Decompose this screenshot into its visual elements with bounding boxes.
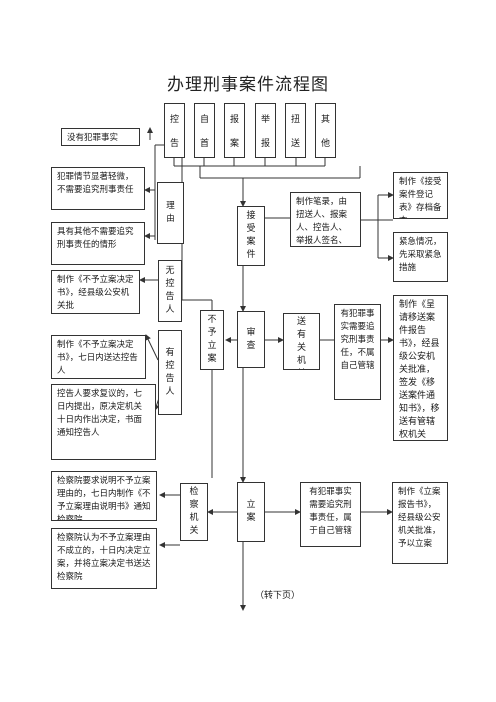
not-file-decision-doc: 制作《不予立案决定书》，经县级公安机关批 <box>51 270 140 314</box>
source-escort: 扭送 <box>285 103 306 158</box>
source-complaint: 控告 <box>164 103 185 158</box>
file-report: 制作《立案报告书》，经县级公安机关批准，予以立案 <box>392 482 448 564</box>
procuratorate-decide: 检察院认为不予立案理由不成立的，十日内决定立案，并将立案决定书送达检察院 <box>51 528 157 589</box>
intake-note: 制作笔录，由扭送人、报案人、控告人、举报人签名、盖章 <box>290 192 361 247</box>
continue-next-page: （转下页） <box>255 591 301 601</box>
reason-box: 理由 <box>157 182 184 244</box>
reconsideration-note: 控告人要求复议的，七日内提出，原决定机关十日内作出决定，书面通知控告人 <box>51 384 156 460</box>
review-box: 审查 <box>237 311 265 368</box>
no-complainant-box: 无控告人 <box>158 260 182 322</box>
procuratorate-demand: 检察院要求说明不予立案理由的，七日内制作《不予立案理由说明书》通知检察院 <box>51 471 157 521</box>
registry-note: 制作《接受案件登记表》存档备查 <box>393 172 448 219</box>
page-title: 办理刑事案件流程图 <box>167 75 329 95</box>
transfer-report: 制作《呈请移送案件报告书》，经县级公安机关批准，签发《移送案件通知书》，移送有管… <box>393 295 448 441</box>
not-file-box: 不予立案 <box>200 310 224 370</box>
has-complainant-box: 有控告人 <box>158 330 182 415</box>
procuratorate-box: 检察机关 <box>180 483 208 541</box>
source-tipoff: 举报 <box>255 103 276 158</box>
file-case-box: 立案 <box>237 482 265 542</box>
notify-complainant-doc: 制作《不予立案决定书》，七日内送达控告人 <box>51 335 146 379</box>
source-other: 其他 <box>315 103 336 158</box>
crime-not-our-jurisdiction: 有犯罪事实需要追究刑事责任，不属自己管辖 <box>334 304 381 400</box>
source-report: 报案 <box>224 103 245 158</box>
minor-circumstance: 犯罪情节显著轻微，不需要追究刑事责任 <box>51 167 145 210</box>
other-circumstance: 具有其他不需要追究刑事责任的情形 <box>51 222 145 265</box>
intake-box: 接受案件 <box>237 206 265 266</box>
source-surrender: 自首 <box>194 103 215 158</box>
transfer-box: 移送有关机关 <box>283 313 320 370</box>
crime-our-jurisdiction: 有犯罪事实需要追究刑事责任，属于自己管辖 <box>300 482 361 547</box>
emergency-note: 紧急情况，先采取紧急措施 <box>393 232 448 282</box>
no-crime-fact: 没有犯罪事实 <box>61 128 140 146</box>
